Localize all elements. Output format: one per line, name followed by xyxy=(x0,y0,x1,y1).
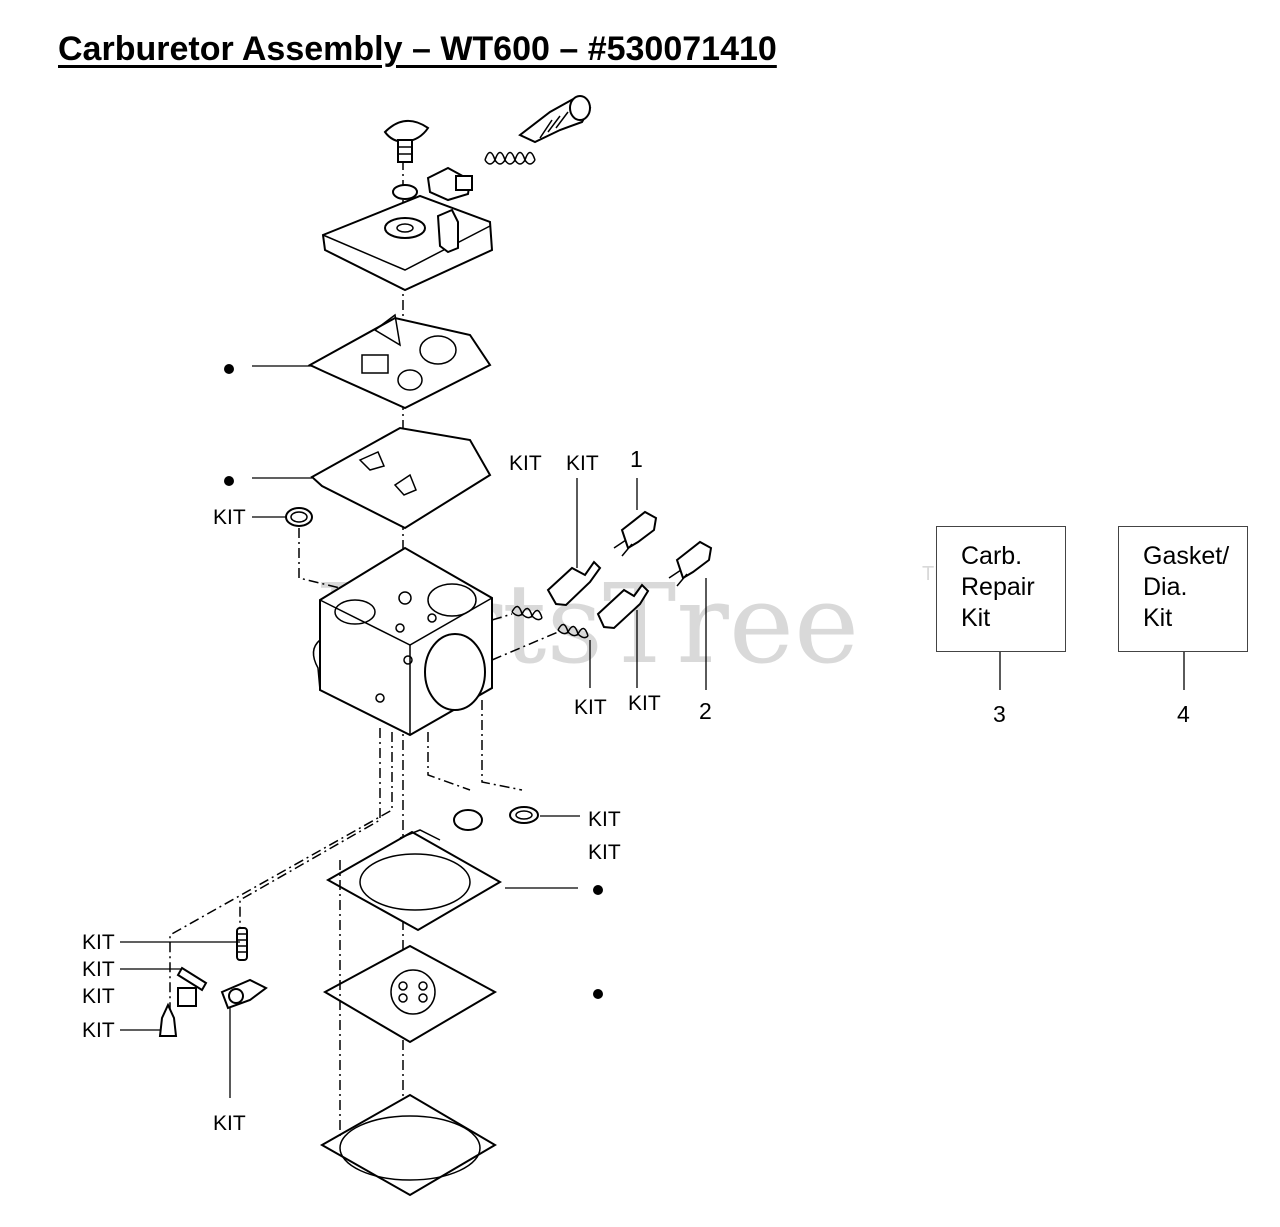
item-number-1: 1 xyxy=(630,446,643,472)
needle-low-part[interactable] xyxy=(557,583,650,639)
lever-part[interactable] xyxy=(392,166,473,202)
carb-repair-kit-text: Carb. Repair Kit xyxy=(961,541,1035,634)
metering-diaphragm-part[interactable] xyxy=(322,944,498,1044)
kit-label-metering-lever: KIT xyxy=(213,1112,246,1135)
gasket-part[interactable] xyxy=(307,313,492,410)
carb-repair-kit-box[interactable]: Carb. Repair Kit xyxy=(936,526,1066,652)
item-number-2: 2 xyxy=(699,698,712,724)
lever-pin-part[interactable] xyxy=(176,966,208,992)
gasket-lower-part[interactable] xyxy=(325,829,503,932)
needle-high-part[interactable] xyxy=(511,560,602,621)
bullet-gasket-lower xyxy=(593,885,603,895)
kit-label-welch-1: KIT xyxy=(588,808,621,831)
gasket-dia-kit-box[interactable]: Gasket/ Dia. Kit xyxy=(1118,526,1248,652)
limiter-cap-2-part[interactable] xyxy=(668,540,713,587)
kit-label-needle-high: KIT xyxy=(566,452,599,475)
spring-small-part[interactable] xyxy=(236,927,248,961)
spring-part[interactable] xyxy=(484,151,536,165)
page-title: Carburetor Assembly – WT600 – #530071410 xyxy=(58,30,777,68)
carb-repair-kit-line-3: Kit xyxy=(961,604,991,632)
item-number-3: 3 xyxy=(993,701,1006,727)
kit-label-needle-low: KIT xyxy=(628,692,661,715)
carb-repair-kit-line-2: Repair xyxy=(961,573,1035,601)
limiter-cap-1-part[interactable] xyxy=(613,510,658,557)
carburetor-body-part[interactable] xyxy=(312,546,493,737)
kit-label-lever-pin: KIT xyxy=(82,958,115,981)
screw-part[interactable] xyxy=(383,120,430,163)
inlet-needle-part[interactable] xyxy=(158,1002,178,1037)
pump-cover-part[interactable] xyxy=(321,194,494,292)
kit-label-spring-small: KIT xyxy=(82,931,115,954)
filter-screen-part[interactable] xyxy=(285,507,313,527)
gasket-dia-kit-line-2: Dia. xyxy=(1143,573,1188,601)
kit-label-inlet-needle: KIT xyxy=(82,1019,115,1042)
metering-lever-part[interactable] xyxy=(220,978,268,1010)
bullet-pump-diaphragm xyxy=(224,476,234,486)
inlet-needle-screw-part[interactable] xyxy=(177,987,197,1007)
metering-cover-part[interactable] xyxy=(319,1093,497,1197)
welch-plug-part[interactable] xyxy=(453,809,483,831)
kit-label-spring-low: KIT xyxy=(574,696,607,719)
kit-label-needle-seat: KIT xyxy=(82,985,115,1008)
kit-label-top: KIT xyxy=(509,452,542,475)
kit-label-welch-2: KIT xyxy=(588,841,621,864)
item-number-4: 4 xyxy=(1177,701,1190,727)
bullet-metering-diaphragm xyxy=(593,989,603,999)
pump-diaphragm-part[interactable] xyxy=(310,426,492,530)
adjusting-screw-part[interactable] xyxy=(518,95,592,144)
gasket-dia-kit-text: Gasket/ Dia. Kit xyxy=(1143,541,1229,634)
kit-label-filter: KIT xyxy=(213,506,246,529)
welch-plug-screen-part[interactable] xyxy=(509,806,539,824)
carb-repair-kit-line-1: Carb. xyxy=(961,542,1023,570)
gasket-dia-kit-line-3: Kit xyxy=(1143,604,1173,632)
bullet-gasket-1 xyxy=(224,364,234,374)
gasket-dia-kit-line-1: Gasket/ xyxy=(1143,542,1230,570)
